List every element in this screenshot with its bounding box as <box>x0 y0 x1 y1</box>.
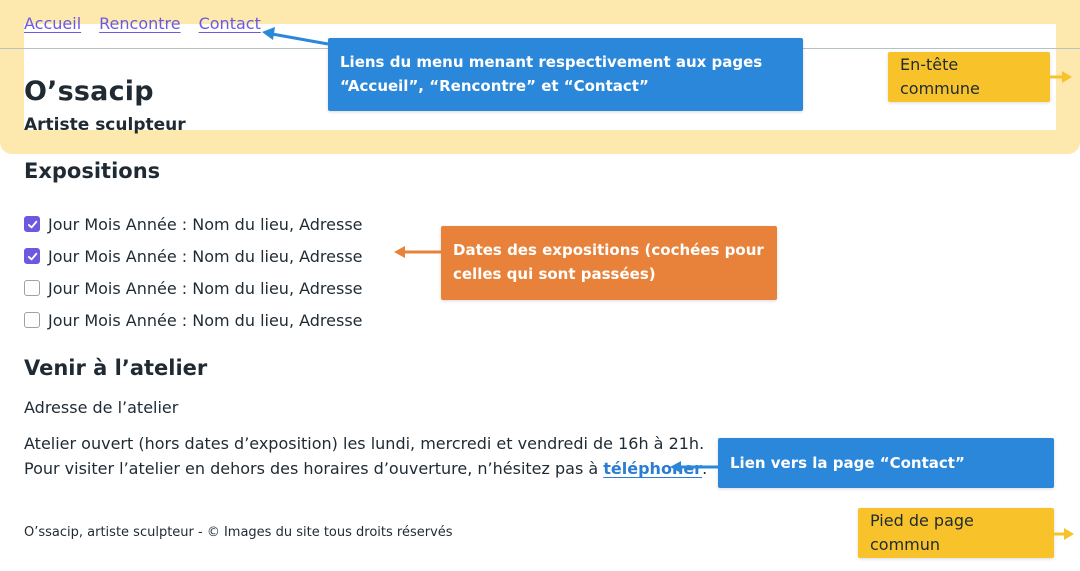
exposition-label: Jour Mois Année : Nom du lieu, Adresse <box>48 278 363 298</box>
nav-link-rencontre[interactable]: Rencontre <box>99 14 181 33</box>
callout-exposition-dates: Dates des expositions (cochées pour cell… <box>441 226 777 300</box>
atelier-heading: Venir à l’atelier <box>24 356 208 380</box>
main-nav: Accueil Rencontre Contact <box>24 14 261 33</box>
site-subtitle: Artiste sculpteur <box>24 115 186 135</box>
callout-menu-links: Liens du menu menant respectivement aux … <box>328 38 803 111</box>
expositions-heading: Expositions <box>24 159 161 183</box>
site-title: O’ssacip <box>24 76 154 107</box>
check-icon <box>27 252 37 260</box>
arrow-footer-icon <box>1054 528 1074 540</box>
exposition-item: Jour Mois Année : Nom du lieu, Adresse <box>24 240 363 272</box>
nav-link-accueil[interactable]: Accueil <box>24 14 82 33</box>
atelier-hours-paragraph: Atelier ouvert (hors dates d’exposition)… <box>24 431 707 481</box>
atelier-address: Adresse de l’atelier <box>24 398 179 417</box>
exposition-label: Jour Mois Année : Nom du lieu, Adresse <box>48 310 363 330</box>
callout-common-header: En-tête commune <box>888 52 1050 102</box>
exposition-item: Jour Mois Année : Nom du lieu, Adresse <box>24 272 363 304</box>
exposition-label: Jour Mois Année : Nom du lieu, Adresse <box>48 214 363 234</box>
arrow-dates-icon <box>394 246 441 258</box>
exposition-checkbox[interactable] <box>24 312 40 328</box>
nav-link-contact[interactable]: Contact <box>198 14 261 33</box>
expositions-list: Jour Mois Année : Nom du lieu, Adresse J… <box>24 208 363 336</box>
exposition-label: Jour Mois Année : Nom du lieu, Adresse <box>48 246 363 266</box>
atelier-visit-text: Pour visiter l’atelier en dehors des hor… <box>24 459 604 478</box>
telephoner-link[interactable]: téléphoner <box>603 459 703 478</box>
callout-contact-link: Lien vers la page “Contact” <box>718 438 1054 488</box>
exposition-checkbox[interactable] <box>24 280 40 296</box>
exposition-item: Jour Mois Année : Nom du lieu, Adresse <box>24 208 363 240</box>
atelier-hours-text: Atelier ouvert (hors dates d’exposition)… <box>24 434 705 453</box>
exposition-checkbox[interactable] <box>24 248 40 264</box>
page-footer: O’ssacip, artiste sculpteur - © Images d… <box>24 525 453 540</box>
exposition-checkbox[interactable] <box>24 216 40 232</box>
atelier-visit-suffix: . <box>702 459 708 478</box>
callout-common-footer: Pied de page commun <box>858 508 1054 558</box>
exposition-item: Jour Mois Année : Nom du lieu, Adresse <box>24 304 363 336</box>
check-icon <box>27 220 37 228</box>
